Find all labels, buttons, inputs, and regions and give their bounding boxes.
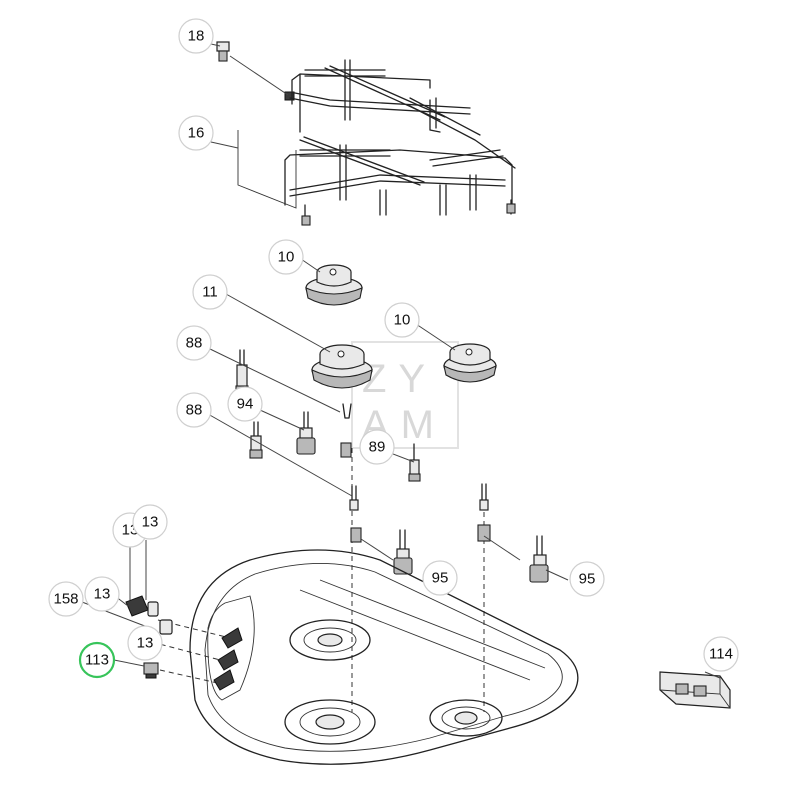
callouts: 18 16 10 11 10 88 94 88	[48, 18, 739, 679]
hob-base-tray	[189, 549, 579, 765]
callout-88-lower-label: 88	[186, 402, 203, 419]
part-95-injector-holder-left	[393, 529, 413, 575]
callout-158[interactable]: 158	[48, 581, 84, 617]
nozzle-parts	[340, 403, 491, 543]
callout-18[interactable]: 18	[178, 18, 214, 54]
callout-94[interactable]: 94	[227, 386, 263, 422]
part-114-switch-block	[659, 671, 731, 709]
callout-94-label: 94	[237, 396, 254, 413]
part-10-burner-cap-medium	[443, 343, 497, 383]
callout-13-d-label: 13	[137, 635, 154, 652]
callout-114[interactable]: 114	[703, 636, 739, 672]
callout-16-label: 16	[188, 125, 205, 142]
callout-10-right[interactable]: 10	[384, 302, 420, 338]
callout-89-label: 89	[369, 439, 386, 456]
callout-88-upper-label: 88	[186, 335, 203, 352]
callout-95-right[interactable]: 95	[569, 561, 605, 597]
callout-13-d[interactable]: 13	[127, 625, 163, 661]
part-13-bushes	[125, 595, 173, 635]
callout-158-label: 158	[53, 591, 78, 608]
callout-11-label: 11	[202, 284, 218, 301]
part-88-electrode-lower	[249, 421, 263, 459]
part-95-injector-holder-right	[529, 535, 549, 583]
callout-113-label: 113	[85, 652, 109, 669]
watermark-line-1: ZY	[362, 357, 437, 401]
callout-88-upper[interactable]: 88	[176, 325, 212, 361]
callout-16[interactable]: 16	[178, 115, 214, 151]
part-16-pan-support-grid	[237, 59, 516, 226]
part-94-injector-holder	[296, 411, 316, 455]
callout-89[interactable]: 89	[359, 429, 395, 465]
callout-10-right-label: 10	[394, 312, 411, 329]
callout-114-label: 114	[709, 646, 733, 663]
callout-13-b-label: 13	[142, 514, 159, 531]
callout-113[interactable]: 113	[78, 641, 116, 679]
part-89-electrode-right	[408, 443, 421, 482]
callout-11[interactable]: 11	[192, 274, 228, 310]
callout-10-top[interactable]: 10	[268, 239, 304, 275]
callout-95-left[interactable]: 95	[422, 560, 458, 596]
part-11-burner-cap-large	[311, 344, 373, 389]
callout-95-right-label: 95	[579, 571, 596, 588]
part-113-connector	[143, 662, 159, 679]
callout-95-left-label: 95	[432, 570, 449, 587]
part-10-burner-cap-small	[305, 264, 363, 306]
callout-88-lower[interactable]: 88	[176, 392, 212, 428]
callout-13-c-label: 13	[94, 586, 111, 603]
callout-13-b[interactable]: 13	[132, 504, 168, 540]
callout-10-top-label: 10	[278, 249, 295, 266]
callout-18-label: 18	[188, 28, 205, 45]
callout-13-c[interactable]: 13	[84, 576, 120, 612]
